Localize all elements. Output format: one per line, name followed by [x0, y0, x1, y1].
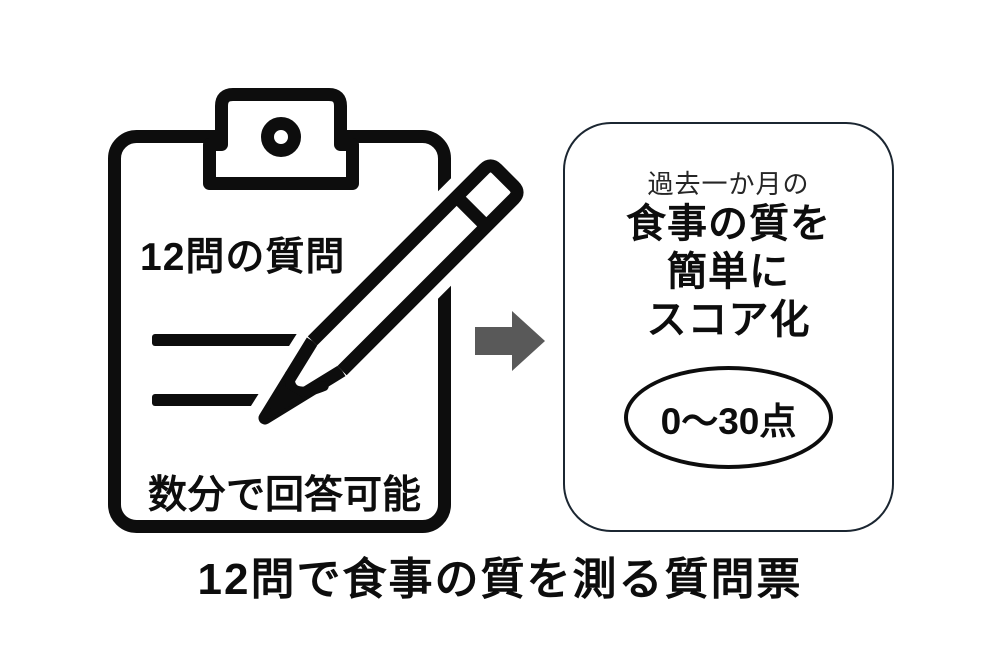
- result-line-3: スコア化: [646, 298, 811, 342]
- result-line-1: 食事の質を: [626, 202, 831, 246]
- clipboard-clip-hole: [261, 117, 301, 157]
- pencil-icon: [243, 145, 538, 440]
- result-intro-text: 過去一か月の: [647, 169, 810, 199]
- clipboard-line: [152, 394, 268, 406]
- pencil-tip: [263, 385, 304, 421]
- page-caption: 12問で食事の質を測る質問票: [197, 555, 803, 604]
- score-range-text: 0〜30点: [660, 400, 797, 442]
- clipboard-line: [152, 334, 300, 346]
- pencil-lead-arc: [284, 369, 329, 397]
- result-line-2: 簡単に: [667, 250, 790, 294]
- clipboard-title: 12問の質問: [140, 236, 346, 279]
- score-ellipse: 0〜30点: [624, 366, 833, 469]
- clipboard-note: 数分で回答可能: [148, 474, 422, 517]
- pencil-eraser-line: [452, 192, 491, 231]
- result-box: 過去一か月の 食事の質を 簡単に スコア化 0〜30点: [563, 122, 894, 532]
- pencil-body: [307, 159, 524, 376]
- clipboard-icon: [108, 88, 451, 533]
- arrow-right-icon: [475, 311, 545, 371]
